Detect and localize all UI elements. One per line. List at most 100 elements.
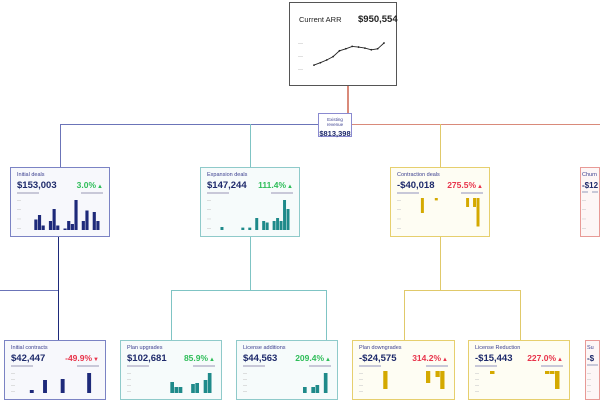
arr-point bbox=[319, 61, 322, 64]
card-change: 314.2% bbox=[412, 353, 442, 363]
card-title: Initial deals bbox=[17, 172, 45, 178]
mini-bar-chart bbox=[207, 200, 290, 230]
current-arr-card[interactable]: Current ARR $950,554 bbox=[289, 2, 398, 86]
card-value: $147,244 bbox=[207, 180, 247, 191]
bar bbox=[37, 215, 42, 230]
arr-point bbox=[351, 45, 354, 48]
arr-point bbox=[376, 47, 379, 50]
metric-card-initial-contracts[interactable]: Initial contracts $42,447 -49.9%▼ bbox=[4, 340, 106, 400]
bar bbox=[323, 373, 328, 393]
subtitle-placeholder bbox=[207, 192, 229, 194]
card-title: Plan upgrades bbox=[127, 345, 163, 351]
subtitle-placeholder bbox=[587, 364, 593, 366]
axis-tick bbox=[582, 209, 586, 210]
metric-card-plan-downgrades[interactable]: Plan downgrades -$24,575 314.2%▲ bbox=[352, 340, 455, 400]
existing-revenue-node[interactable]: Existing revenue $813,398 bbox=[318, 113, 352, 138]
subtitle-placeholder bbox=[592, 364, 598, 366]
bar bbox=[473, 198, 477, 207]
arr-title: Current ARR bbox=[299, 15, 342, 24]
card-value: $44,563 bbox=[243, 353, 278, 364]
bar bbox=[195, 383, 199, 393]
bar bbox=[203, 380, 208, 393]
metric-card-expansion-deals[interactable]: Expansion deals $147,244 111.4%▲ bbox=[200, 167, 300, 237]
axis-tick bbox=[207, 200, 211, 201]
connector bbox=[250, 124, 251, 167]
axis-tick bbox=[475, 391, 479, 392]
metric-card-su[interactable]: Su -$ bbox=[585, 340, 600, 400]
card-title: Expansion deals bbox=[207, 172, 248, 178]
axis-tick bbox=[11, 373, 15, 374]
card-change: 227.0% bbox=[527, 353, 557, 363]
axis-tick bbox=[397, 200, 401, 201]
existing-revenue-title: Existing revenue bbox=[326, 117, 344, 127]
axis-tick bbox=[359, 391, 363, 392]
bar bbox=[435, 371, 440, 377]
bar bbox=[52, 209, 56, 230]
metric-card-churn[interactable]: Churn -$12 bbox=[580, 167, 600, 237]
card-change: 85.9% bbox=[183, 353, 209, 363]
axis-tick bbox=[243, 373, 247, 374]
bar bbox=[434, 198, 438, 201]
axis-tick bbox=[397, 228, 401, 229]
axis-tick bbox=[587, 391, 591, 392]
triangle-up-icon: ▲ bbox=[325, 357, 331, 363]
axis-tick bbox=[207, 228, 211, 229]
arr-point bbox=[364, 47, 366, 49]
card-value: $153,003 bbox=[17, 180, 57, 191]
metric-card-license-additions[interactable]: License additions $44,563 209.4%▲ bbox=[236, 340, 338, 400]
connector bbox=[440, 237, 441, 290]
subtitle-placeholder bbox=[271, 192, 293, 194]
bar bbox=[315, 385, 320, 393]
bar bbox=[248, 227, 252, 230]
bar bbox=[34, 219, 38, 230]
axis-tick bbox=[298, 56, 303, 57]
axis-tick bbox=[397, 218, 401, 220]
axis-tick bbox=[17, 200, 21, 201]
bar bbox=[476, 198, 480, 227]
subtitle-placeholder bbox=[359, 365, 381, 367]
axis-tick bbox=[359, 379, 363, 380]
metric-card-plan-upgrades[interactable]: Plan upgrades $102,681 85.9%▲ bbox=[120, 340, 222, 400]
connector bbox=[352, 124, 600, 125]
bar bbox=[272, 221, 276, 230]
metric-card-contraction-deals[interactable]: Contraction deals -$40,018 275.5%▲ bbox=[390, 167, 490, 237]
connector bbox=[171, 290, 326, 291]
axis-tick bbox=[587, 379, 591, 380]
arr-value: $950,554 bbox=[358, 14, 398, 25]
mini-bar-chart bbox=[359, 371, 445, 392]
connector bbox=[58, 237, 59, 340]
mini-bar-chart bbox=[127, 373, 212, 393]
subtitle-placeholder bbox=[426, 365, 448, 367]
card-value: -$ bbox=[587, 354, 595, 363]
bar bbox=[490, 371, 495, 374]
card-value: -$12 bbox=[582, 181, 599, 190]
connector bbox=[404, 290, 520, 291]
mini-bar-chart bbox=[11, 373, 92, 393]
axis-tick bbox=[127, 391, 131, 392]
bar bbox=[466, 198, 470, 207]
axis-tick bbox=[127, 373, 131, 374]
subtitle-placeholder bbox=[243, 365, 265, 367]
axis-tick bbox=[587, 385, 591, 386]
arr-point bbox=[357, 46, 360, 48]
triangle-up-icon: ▲ bbox=[287, 184, 293, 190]
connector bbox=[440, 124, 441, 167]
card-change: 111.4% bbox=[258, 180, 287, 190]
metric-card-initial-deals[interactable]: Initial deals $153,003 3.0%▲ bbox=[10, 167, 110, 237]
metric-card-license-reduction[interactable]: License Reduction -$15,443 227.0%▲ bbox=[468, 340, 570, 400]
bar bbox=[420, 198, 424, 213]
axis-tick bbox=[359, 373, 363, 374]
axis-tick bbox=[587, 373, 591, 374]
arr-point bbox=[344, 47, 347, 50]
axis-tick bbox=[243, 379, 247, 380]
triangle-up-icon: ▲ bbox=[477, 184, 483, 190]
axis-tick bbox=[359, 385, 363, 386]
mini-bar-chart bbox=[475, 371, 560, 392]
bar bbox=[303, 387, 307, 393]
card-change: 3.0% bbox=[76, 180, 97, 190]
triangle-up-icon: ▲ bbox=[209, 357, 215, 363]
bar bbox=[241, 227, 245, 230]
bar bbox=[265, 222, 269, 230]
triangle-up-icon: ▲ bbox=[97, 184, 103, 190]
bar bbox=[262, 221, 266, 230]
